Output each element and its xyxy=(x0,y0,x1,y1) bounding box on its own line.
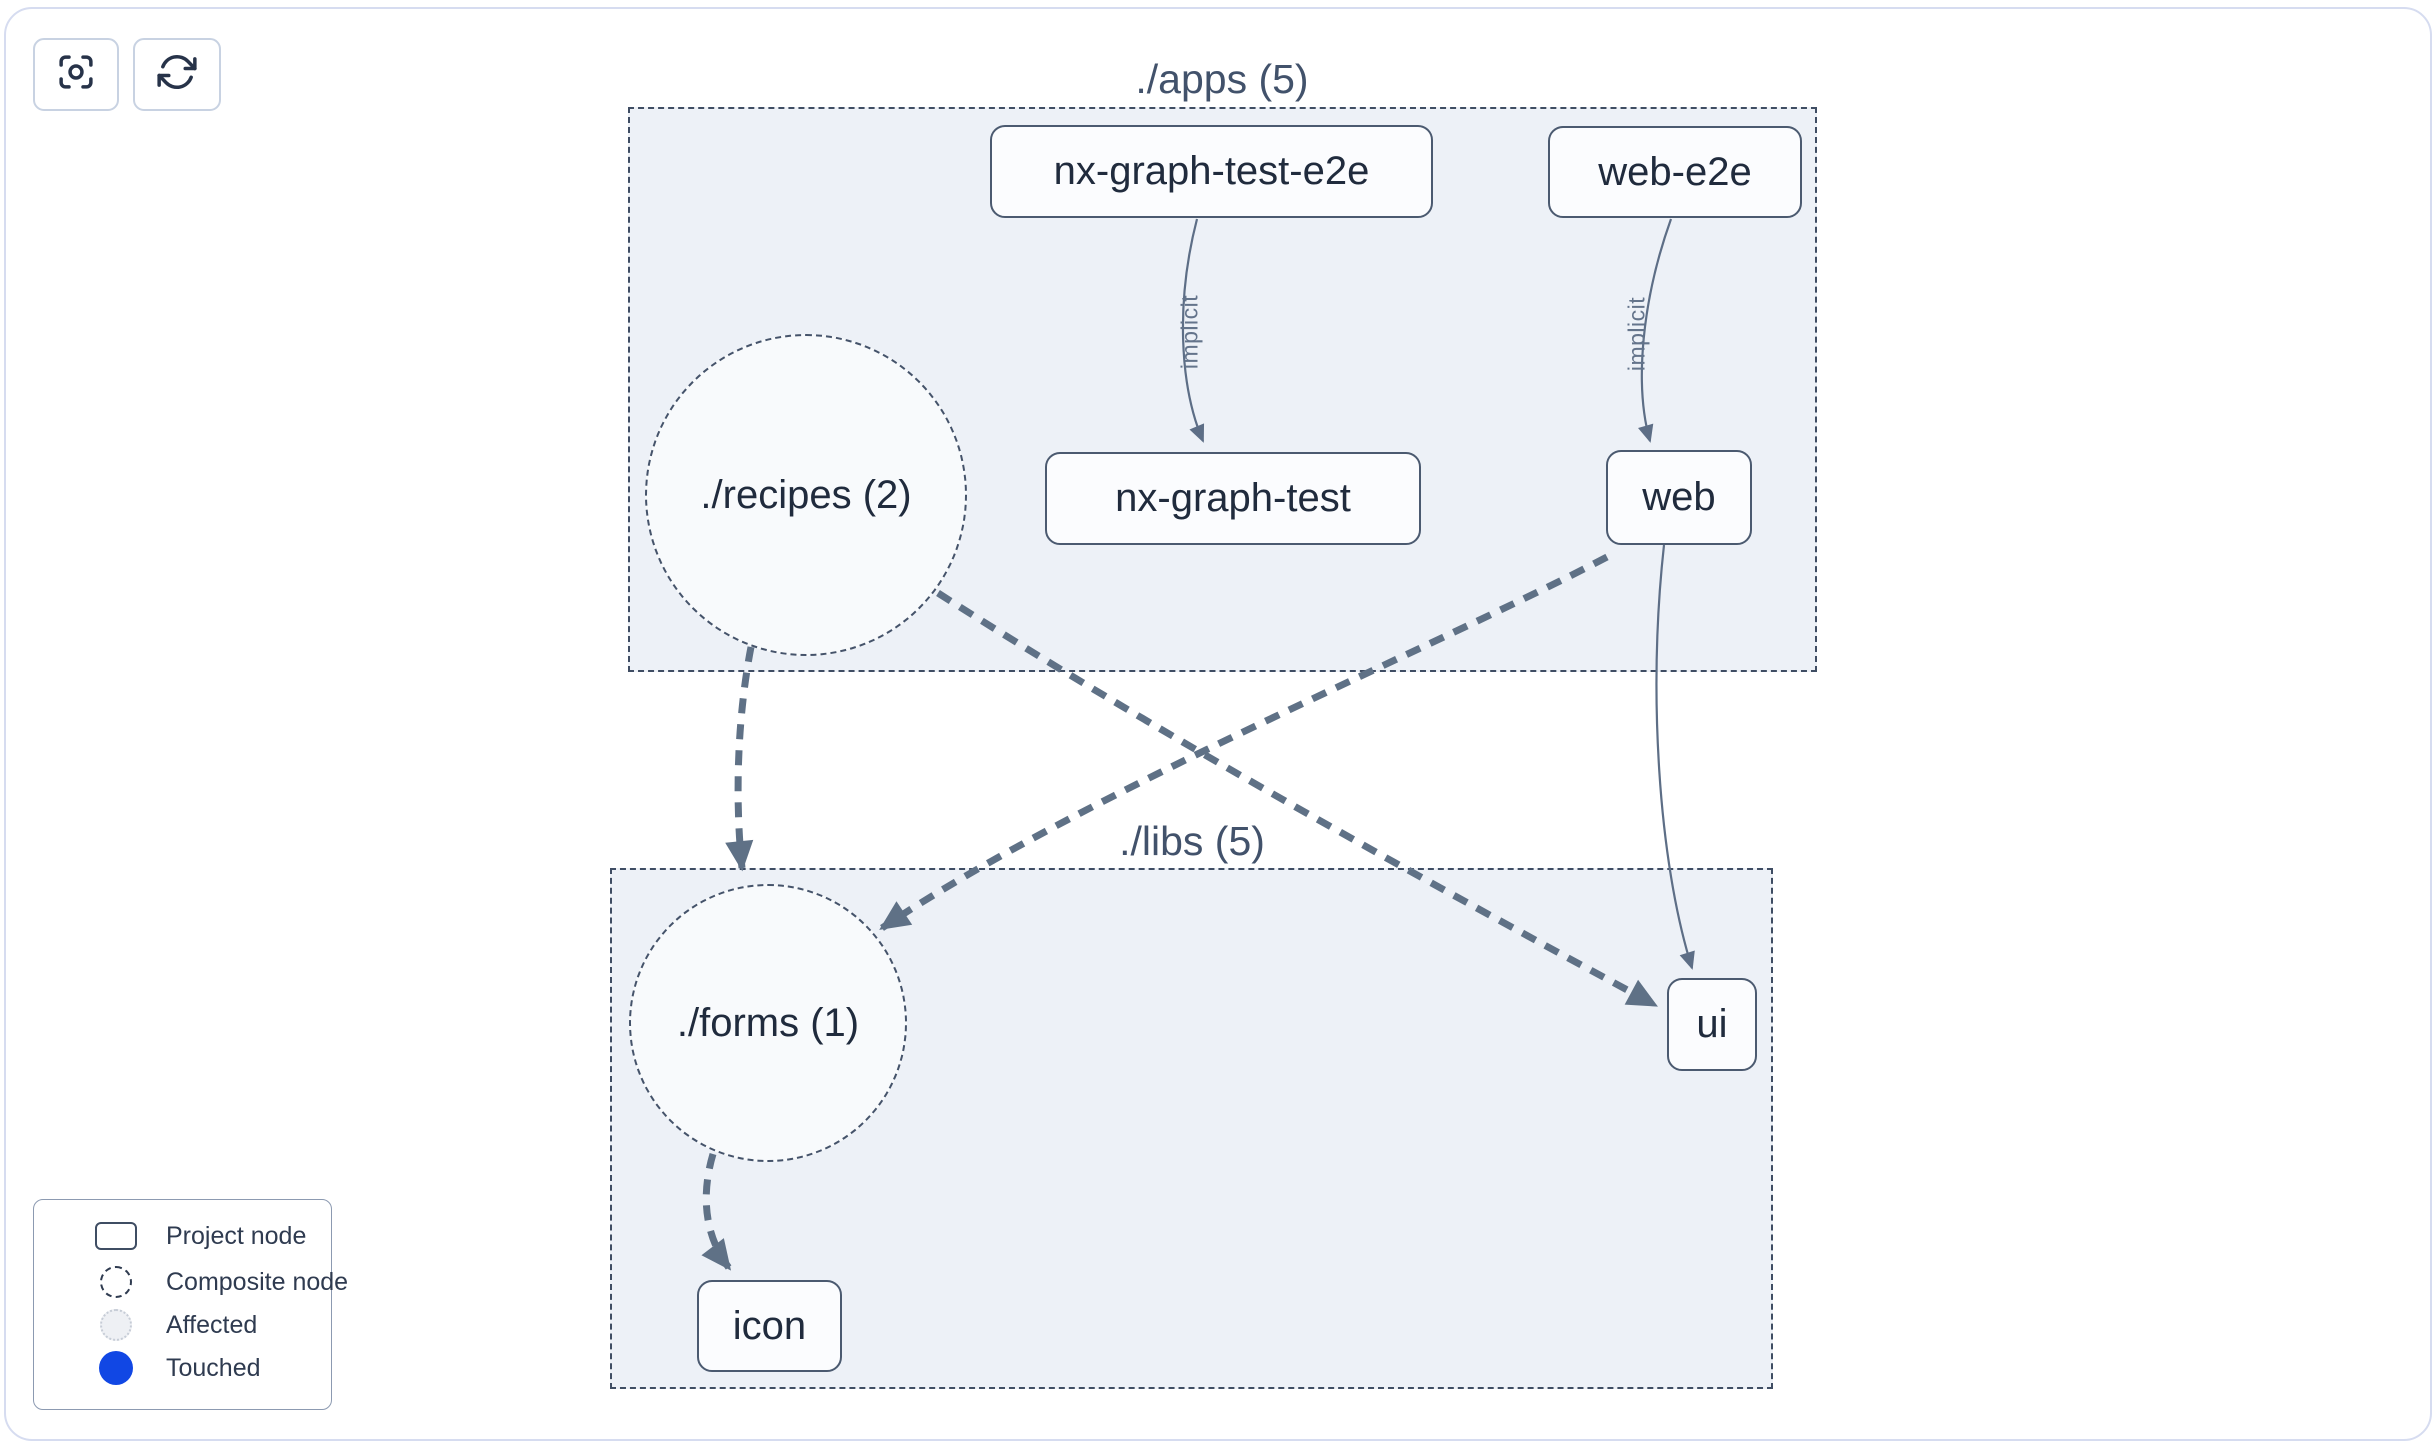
edge-recipes-to-forms xyxy=(725,646,755,872)
edge-nx-graph-test-e2e-to-nx-graph-test xyxy=(1181,218,1205,443)
edge-forms-to-icon xyxy=(701,1153,732,1271)
project-node-web-label: web xyxy=(1642,475,1716,519)
project-node-web[interactable]: web xyxy=(1606,450,1752,545)
composite-node-recipes-label: ./recipes (2) xyxy=(700,472,912,517)
composite-node-swatch xyxy=(93,1266,139,1298)
legend-label-touched: Touched xyxy=(166,1353,261,1382)
touched-swatch xyxy=(93,1351,139,1385)
focus-icon xyxy=(55,51,97,98)
cluster-apps-label: ./apps (5) xyxy=(1135,56,1309,102)
project-node-web-e2e[interactable]: web-e2e xyxy=(1548,126,1802,218)
affected-swatch xyxy=(93,1309,139,1341)
legend-label-project-node: Project node xyxy=(166,1221,307,1250)
composite-node-forms[interactable]: ./forms (1) xyxy=(629,884,907,1162)
project-node-ui-label: ui xyxy=(1696,1002,1728,1046)
legend-row-touched: Touched xyxy=(34,1351,331,1385)
refresh-icon xyxy=(156,51,198,98)
focus-reset-button[interactable] xyxy=(33,38,119,111)
project-node-nx-graph-test-label: nx-graph-test xyxy=(1115,476,1351,520)
project-node-icon-label: icon xyxy=(732,1303,807,1348)
legend-label-affected: Affected xyxy=(166,1310,258,1339)
edge-web-to-forms xyxy=(879,553,1609,931)
composite-node-forms-label: ./forms (1) xyxy=(676,1000,860,1045)
edge-web-e2e-to-web xyxy=(1638,218,1673,443)
cluster-libs-label: ./libs (5) xyxy=(1119,818,1265,864)
legend: Project node Composite node Affected Tou… xyxy=(33,1199,348,1410)
project-node-nx-graph-test-e2e-label: nx-graph-test-e2e xyxy=(1053,149,1370,193)
project-node-web-e2e-label: web-e2e xyxy=(1598,149,1752,194)
legend-row-composite-node: Composite node xyxy=(34,1265,348,1299)
legend-row-project-node: Project node xyxy=(34,1219,331,1253)
project-node-swatch xyxy=(93,1222,139,1250)
project-node-ui[interactable]: ui xyxy=(1667,978,1757,1071)
edge-recipes-to-ui xyxy=(936,590,1658,1009)
composite-node-recipes[interactable]: ./recipes (2) xyxy=(645,334,967,656)
legend-row-affected: Affected xyxy=(34,1308,331,1342)
legend-label-composite-node: Composite node xyxy=(166,1267,349,1296)
project-node-nx-graph-test-e2e[interactable]: nx-graph-test-e2e xyxy=(990,125,1433,218)
refresh-button[interactable] xyxy=(133,38,221,111)
edge-web-to-ui xyxy=(1655,544,1695,970)
project-node-nx-graph-test[interactable]: nx-graph-test xyxy=(1045,452,1421,545)
edge-label-implicit-1: implicit xyxy=(1176,294,1203,370)
edge-label-implicit-2: implicit xyxy=(1623,296,1650,372)
project-node-icon[interactable]: icon xyxy=(697,1280,842,1372)
